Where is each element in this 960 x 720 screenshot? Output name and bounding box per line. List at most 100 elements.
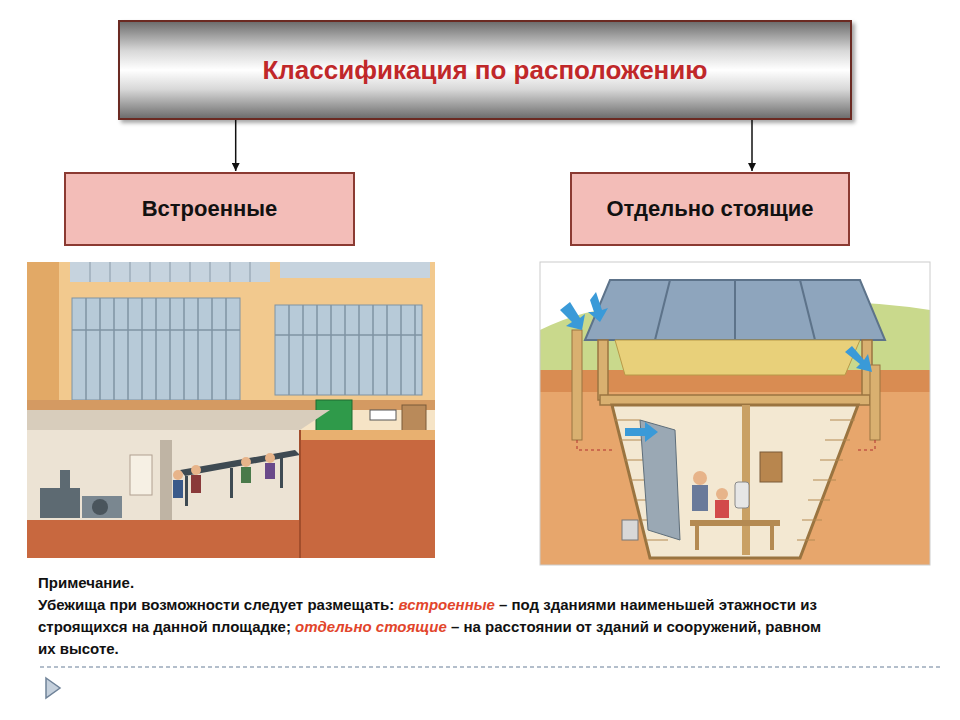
illustration-shape [211,298,213,400]
illustration-shape [190,262,191,282]
illustration-shape [70,262,270,282]
illustration-shape [27,262,435,402]
arrow-connector [751,120,753,171]
illustration-shape [808,500,830,501]
illustration-shape [615,340,860,375]
illustration-shape [173,480,183,498]
illustration-shape [300,440,435,558]
illustration-shape [742,405,750,555]
filter-equipment [40,470,122,518]
illustration-shape [414,305,416,395]
illustration-shape [27,520,300,558]
illustration-shape [130,455,152,495]
illustration-shape [99,298,101,400]
illustration-shape [358,305,360,395]
title-box: Классификация по расположению [118,20,852,120]
note-highlight: отдельно стоящие [295,618,447,635]
illustration-shape [370,410,396,420]
illustration-shape [622,520,638,540]
text-group: Отдельно стоящие [606,194,813,224]
illustration-shape [598,340,608,400]
illustration-shape [60,470,70,490]
illustration-shape [560,302,585,330]
illustration-shape [825,440,850,441]
illustration-shape [330,305,332,395]
illustration-shape [870,365,880,440]
illustration-shape [540,262,930,565]
bunks [180,450,300,506]
illustration-shape [735,482,749,508]
illustration-shape [27,262,59,402]
building-cutaway [27,262,435,558]
illustration-shape [225,298,227,400]
shape-group [615,420,855,540]
illustration-shape [250,262,251,282]
illustration-shape [141,298,143,400]
illustration-shape [372,305,374,395]
illustration-shape [316,305,318,395]
illustration-shape [300,430,435,440]
illustration-shape [588,292,608,322]
illustration-shape [82,496,122,518]
illustration-shape [299,430,301,558]
arrow-connector [235,120,237,171]
illustration-shape [169,298,171,400]
illustration-shape [27,430,300,520]
illustration-shape [802,520,822,521]
illustration-shape [845,346,872,372]
nav-triangle [46,678,60,698]
illustration-shape [800,280,815,340]
box-label: Встроенные [142,194,278,224]
illustration-shape [797,540,815,541]
illustration-shape [572,330,582,440]
illustration-shape [27,400,435,410]
illustration-shape [230,468,233,498]
shape-group [275,305,422,395]
people [692,471,729,518]
note-block: Примечание.Убежища при возможности следу… [38,572,838,660]
illustration-shape [275,305,422,395]
shape-group [577,440,875,450]
box-label: Отдельно стоящие [606,194,813,224]
illustration-shape [655,280,670,340]
illustration-shape [72,329,240,331]
illustration-shape [695,526,699,550]
illustration-shape [185,476,188,506]
illustration-shape [585,280,885,340]
illustration-shape [716,488,728,500]
illustration-shape [820,460,843,461]
illustration-shape [265,453,275,463]
illustration-shape [27,410,330,430]
illustration-shape [92,499,108,515]
note-paragraph: Убежища при возможности следует размещат… [38,594,838,660]
heading-text: Классификация по расположению [262,55,707,86]
illustration-shape [400,305,402,395]
illustration-shape [241,457,251,467]
illustration-shape [160,440,172,520]
illustration-shape [85,298,87,400]
illustration-shape [693,471,707,485]
illustration-shape [265,463,275,479]
air-arrows [560,292,872,442]
illustration-shape [155,298,157,400]
illustration-shape [692,485,708,511]
text-group: Классификация по расположению [262,55,707,86]
illustration-shape [191,465,201,475]
illustration-shape [344,305,346,395]
illustration-shape [72,298,240,400]
illustration-shape [170,262,171,282]
illustration-shape [813,480,836,481]
illustration-shape [173,470,183,480]
illustration-shape [288,305,290,395]
illustration-shape [280,262,430,278]
illustration-shape [113,298,115,400]
illustration-shape [858,440,875,450]
illustration-shape [734,280,736,340]
illustration-shape [183,298,185,400]
illustration-shape [302,305,304,395]
people [173,453,275,498]
illustration-shape [540,262,930,565]
illustration-shape [241,467,251,483]
illustration-shape [230,262,231,282]
illustration-shape [770,526,774,550]
